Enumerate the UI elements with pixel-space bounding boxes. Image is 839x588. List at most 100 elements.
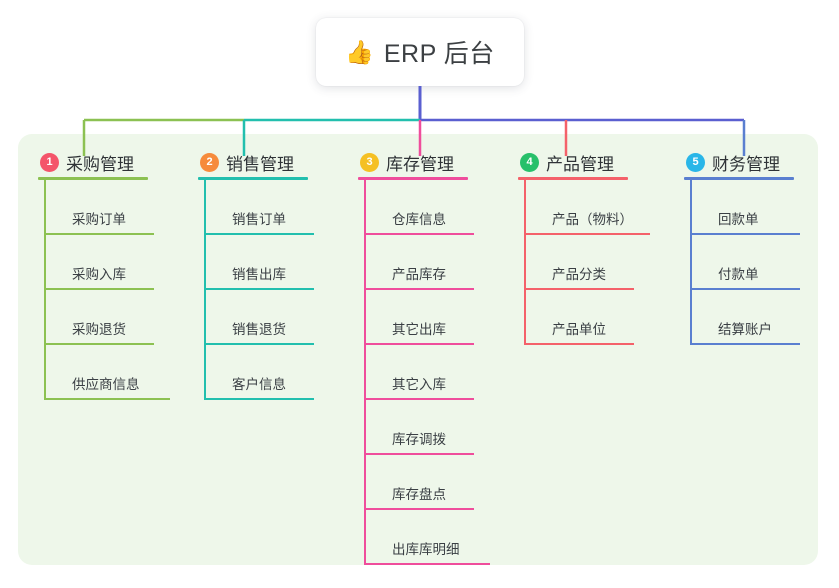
leaf-tick — [204, 288, 222, 290]
diagram-background-panel — [18, 134, 818, 565]
leaf-tick — [690, 233, 708, 235]
leaf-tick — [364, 563, 382, 565]
branch-number-badge-3: 3 — [360, 152, 379, 172]
leaf-tick — [364, 288, 382, 290]
branch-column-1: 1 采购管理 采购订单 采购入库 采购退货 供应商信息 — [38, 144, 198, 400]
leaf-underline — [62, 398, 170, 400]
leaf-tick — [524, 288, 542, 290]
leaf-tick — [44, 233, 62, 235]
list-item[interactable]: 产品（物料） — [524, 180, 678, 235]
leaf-underline — [542, 233, 650, 235]
leaf-tick — [204, 398, 222, 400]
branch-number-badge-2: 2 — [200, 152, 219, 172]
leaf-tick — [690, 288, 708, 290]
leaf-underline — [708, 233, 800, 235]
branch-header-3[interactable]: 3 库存管理 — [358, 144, 518, 180]
leaf-underline — [222, 343, 314, 345]
branch-header-5[interactable]: 5 财务管理 — [684, 144, 839, 180]
leaf-tick — [44, 398, 62, 400]
leaf-label: 销售出库 — [232, 267, 286, 282]
branch-number-badge-4: 4 — [520, 152, 539, 172]
branch-label-2: 销售管理 — [226, 154, 294, 174]
root-node-erp-backend[interactable]: 👍 ERP 后台 — [316, 18, 524, 86]
leaf-underline — [382, 288, 474, 290]
branch-spine-4 — [524, 180, 526, 345]
leaf-underline — [62, 288, 154, 290]
leaf-tick — [44, 288, 62, 290]
leaf-label: 销售订单 — [232, 212, 286, 227]
leaf-tick — [204, 343, 222, 345]
leaf-label: 供应商信息 — [72, 377, 140, 392]
branch-label-5: 财务管理 — [712, 154, 780, 174]
list-item[interactable]: 仓库信息 — [364, 180, 518, 235]
list-item[interactable]: 库存调拨 — [364, 400, 518, 455]
branch-label-4: 产品管理 — [546, 154, 614, 174]
list-item[interactable]: 供应商信息 — [44, 345, 198, 400]
leaf-underline — [382, 508, 474, 510]
leaf-label: 产品单位 — [552, 322, 606, 337]
branch-label-1: 采购管理 — [66, 154, 134, 174]
list-item[interactable]: 结算账户 — [690, 290, 839, 345]
list-item[interactable]: 回款单 — [690, 180, 839, 235]
branch-header-2[interactable]: 2 销售管理 — [198, 144, 358, 180]
leaf-underline — [222, 398, 314, 400]
leaf-label: 产品分类 — [552, 267, 606, 282]
leaf-underline — [708, 343, 800, 345]
leaf-underline — [382, 563, 490, 565]
leaf-tick — [524, 233, 542, 235]
branch-header-4[interactable]: 4 产品管理 — [518, 144, 678, 180]
branch-spine-3 — [364, 180, 366, 565]
list-item[interactable]: 产品库存 — [364, 235, 518, 290]
list-item[interactable]: 采购订单 — [44, 180, 198, 235]
leaf-label: 其它入库 — [392, 377, 446, 392]
list-item[interactable]: 产品分类 — [524, 235, 678, 290]
branch-number-badge-1: 1 — [40, 152, 59, 172]
list-item[interactable]: 产品单位 — [524, 290, 678, 345]
branch-column-2: 2 销售管理 销售订单 销售出库 销售退货 客户信息 — [198, 144, 358, 400]
leaf-underline — [542, 288, 634, 290]
list-item[interactable]: 销售订单 — [204, 180, 358, 235]
branch-column-5: 5 财务管理 回款单 付款单 结算账户 — [684, 144, 839, 345]
branch-leaves-2: 销售订单 销售出库 销售退货 客户信息 — [204, 180, 358, 400]
leaf-tick — [364, 343, 382, 345]
list-item[interactable]: 采购退货 — [44, 290, 198, 345]
leaf-tick — [204, 233, 222, 235]
leaf-underline — [222, 288, 314, 290]
branch-spine-1 — [44, 180, 46, 400]
leaf-label: 出库库明细 — [392, 542, 460, 557]
leaf-tick — [364, 233, 382, 235]
list-item[interactable]: 客户信息 — [204, 345, 358, 400]
leaf-tick — [690, 343, 708, 345]
list-item[interactable]: 销售退货 — [204, 290, 358, 345]
branch-leaves-1: 采购订单 采购入库 采购退货 供应商信息 — [44, 180, 198, 400]
branch-column-4: 4 产品管理 产品（物料） 产品分类 产品单位 — [518, 144, 678, 345]
leaf-label: 其它出库 — [392, 322, 446, 337]
leaf-label: 客户信息 — [232, 377, 286, 392]
list-item[interactable]: 销售出库 — [204, 235, 358, 290]
leaf-label: 产品库存 — [392, 267, 446, 282]
list-item[interactable]: 出库库明细 — [364, 510, 518, 565]
leaf-label: 产品（物料） — [552, 212, 633, 227]
leaf-underline — [62, 233, 154, 235]
branch-underline-3 — [358, 177, 468, 180]
leaf-underline — [382, 233, 474, 235]
leaf-label: 回款单 — [718, 212, 759, 227]
list-item[interactable]: 其它出库 — [364, 290, 518, 345]
list-item[interactable]: 付款单 — [690, 235, 839, 290]
leaf-label: 仓库信息 — [392, 212, 446, 227]
leaf-label: 结算账户 — [718, 322, 772, 337]
leaf-label: 库存调拨 — [392, 432, 446, 447]
branch-underline-4 — [518, 177, 628, 180]
thumbs-up-icon: 👍 — [345, 38, 374, 65]
leaf-underline — [222, 233, 314, 235]
branch-header-1[interactable]: 1 采购管理 — [38, 144, 198, 180]
list-item[interactable]: 其它入库 — [364, 345, 518, 400]
list-item[interactable]: 采购入库 — [44, 235, 198, 290]
branch-label-3: 库存管理 — [386, 154, 454, 174]
leaf-underline — [382, 343, 474, 345]
list-item[interactable]: 库存盘点 — [364, 455, 518, 510]
leaf-label: 库存盘点 — [392, 487, 446, 502]
branch-leaves-3: 仓库信息 产品库存 其它出库 其它入库 库存调拨 — [364, 180, 518, 565]
branch-leaves-4: 产品（物料） 产品分类 产品单位 — [524, 180, 678, 345]
